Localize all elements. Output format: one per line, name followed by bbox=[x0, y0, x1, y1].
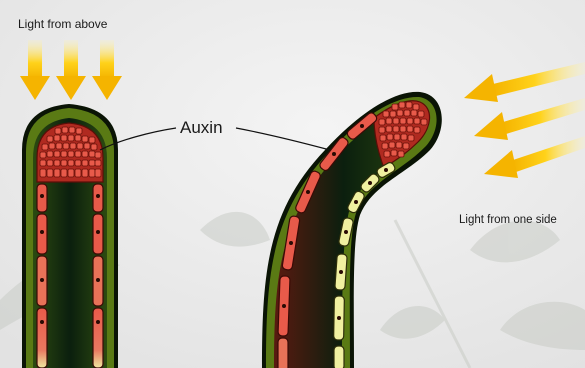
label-light-from-above: Light from above bbox=[18, 17, 108, 31]
label-auxin: Auxin bbox=[180, 118, 223, 137]
light-arrows-above bbox=[20, 40, 122, 100]
label-light-from-one-side: Light from one side bbox=[459, 214, 557, 226]
cell-column-left-b bbox=[93, 184, 103, 368]
shoot-left bbox=[22, 104, 118, 368]
cell-column-left-a bbox=[37, 184, 47, 368]
